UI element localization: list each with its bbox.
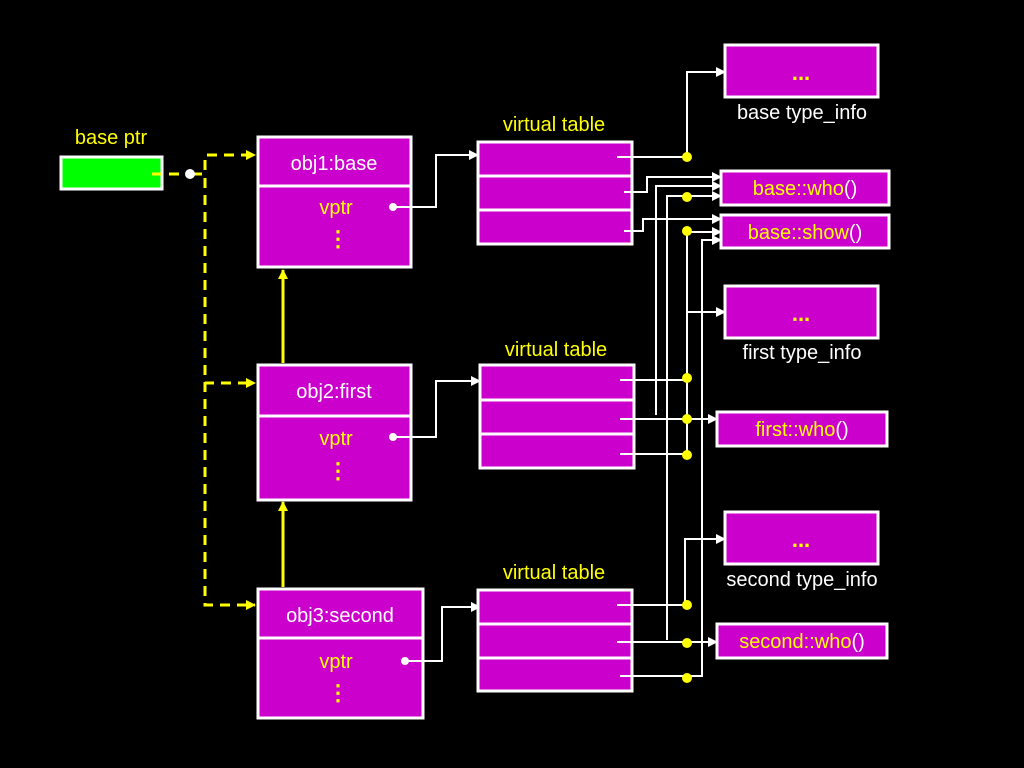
vtable-second — [476, 588, 634, 693]
object-title: obj3:second — [286, 605, 394, 627]
junction-dots — [682, 152, 692, 683]
base-ptr-label: base ptr — [75, 127, 148, 149]
vptr-label: vptr — [319, 428, 353, 450]
object-obj2: obj2:first vptr ⋮ — [256, 363, 413, 502]
typeinfo-base: ... — [723, 43, 880, 99]
vptr-label: vptr — [319, 197, 353, 219]
method-name: first::who — [755, 419, 835, 441]
object-title: obj2:first — [296, 381, 372, 403]
vptr-links — [393, 150, 481, 662]
object-obj1: obj1:base vptr ⋮ — [256, 135, 413, 269]
vptr-label: vptr — [319, 651, 353, 673]
ellipsis: ⋮ — [327, 226, 349, 251]
base-ptr-link-obj2 — [192, 172, 256, 388]
method-parens: () — [844, 178, 857, 200]
method-base-who: base::who() — [719, 169, 891, 207]
object-title: obj1:base — [291, 153, 378, 175]
method-base-show: base::show() — [719, 213, 891, 250]
method-parens: () — [849, 222, 862, 244]
typeinfo-label: base type_info — [737, 102, 867, 124]
vtable-base — [476, 140, 634, 246]
method-name: base::who — [753, 178, 844, 200]
base-ptr-box — [59, 155, 164, 191]
svg-text:base::show(): base::show() — [748, 222, 863, 244]
base-ptr-dot — [185, 169, 195, 179]
typeinfo-label: second type_info — [726, 569, 877, 591]
object-obj3: obj3:second vptr ⋮ — [256, 587, 425, 720]
typeinfo-second: ... — [723, 510, 880, 566]
base-ptr-link-obj3 — [192, 172, 256, 610]
typeinfo-box-text: ... — [792, 301, 810, 326]
ellipsis: ⋮ — [327, 458, 349, 483]
method-name: second::who — [739, 631, 851, 653]
base-ptr-links — [152, 150, 256, 610]
method-parens: () — [835, 419, 848, 441]
svg-text:second::who(): second::who() — [739, 631, 865, 653]
vtable-entry-links — [617, 67, 726, 677]
method-first-who: first::who() — [715, 410, 889, 448]
method-parens: () — [851, 631, 864, 653]
vtable-label: virtual table — [503, 562, 605, 584]
typeinfo-box-text: ... — [792, 527, 810, 552]
typeinfo-box-text: ... — [792, 60, 810, 85]
svg-text:base::who(): base::who() — [753, 178, 858, 200]
vtable-label: virtual table — [505, 339, 607, 361]
base-ptr-link-obj1 — [192, 150, 256, 176]
ellipsis: ⋮ — [327, 680, 349, 705]
method-second-who: second::who() — [715, 622, 889, 660]
typeinfo-first: ... — [723, 284, 880, 340]
vtable-label: virtual table — [503, 114, 605, 136]
vtable-first — [478, 363, 636, 470]
typeinfo-label: first type_info — [743, 342, 862, 364]
svg-text:first::who(): first::who() — [755, 419, 848, 441]
method-name: base::show — [748, 222, 850, 244]
